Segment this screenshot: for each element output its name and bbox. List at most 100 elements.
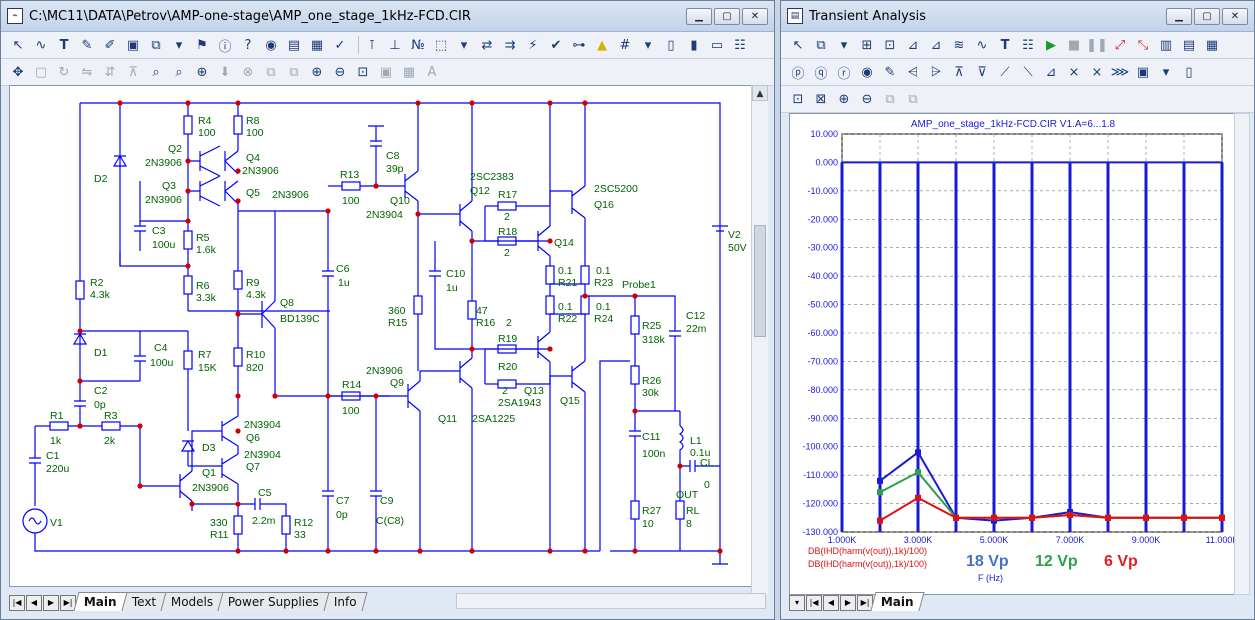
- cross-icon[interactable]: ⨯: [1068, 64, 1080, 80]
- zoom-plus-icon[interactable]: ⊕: [311, 64, 323, 80]
- flip-v-icon[interactable]: ⇵: [104, 64, 116, 80]
- help-icon[interactable]: ?: [244, 37, 252, 53]
- text-icon[interactable]: T: [59, 37, 69, 53]
- flash-icon[interactable]: ⚡: [528, 37, 538, 53]
- edit-icon[interactable]: ✎: [884, 64, 896, 80]
- dropdown2-icon[interactable]: ▾: [1162, 64, 1170, 80]
- plot-area[interactable]: AMP_one_stage_1kHz-FCD.CIR V1.A=6...1.8 …: [789, 113, 1238, 595]
- analysis-minimize-button[interactable]: ▁: [1166, 7, 1192, 25]
- flip-h-icon[interactable]: ⇋: [81, 64, 93, 80]
- node-icon[interactable]: ⊺: [368, 37, 376, 53]
- peak-icon[interactable]: ⩤: [907, 64, 919, 80]
- low-icon[interactable]: ⊽: [977, 64, 987, 80]
- run-icon[interactable]: ▶: [1046, 37, 1056, 53]
- zoom-in-icon[interactable]: ⊕: [196, 64, 208, 80]
- tag-icon[interactable]: ⊿: [930, 37, 942, 53]
- page-icon[interactable]: ▯: [667, 37, 675, 53]
- layer2-icon[interactable]: ⧉: [908, 91, 918, 107]
- tab-info[interactable]: Info: [323, 592, 368, 611]
- next-tab-icon[interactable]: ▶: [43, 595, 59, 611]
- pause-icon[interactable]: ❚❚: [1086, 37, 1108, 53]
- page2-icon[interactable]: ▭: [710, 37, 724, 53]
- pin-icon[interactable]: ⊥: [389, 37, 401, 53]
- step-icon[interactable]: ⇉: [504, 37, 516, 53]
- probe2-icon[interactable]: ⓠ: [814, 66, 828, 82]
- tab-main[interactable]: Main: [73, 592, 128, 611]
- move-icon[interactable]: ✥: [12, 64, 24, 80]
- edit-icon[interactable]: ✓: [334, 37, 346, 53]
- text-icon[interactable]: T: [1000, 37, 1010, 53]
- pen-icon[interactable]: ✎: [81, 37, 93, 53]
- scroll-up-icon[interactable]: ▲: [752, 85, 768, 101]
- a-last-tab-icon[interactable]: ▶|: [857, 595, 873, 611]
- find-icon[interactable]: ⌕: [152, 64, 160, 80]
- numbers-icon[interactable]: №: [411, 37, 425, 53]
- list2-icon[interactable]: ▤: [1182, 37, 1196, 53]
- rotate-icon[interactable]: ↻: [58, 64, 70, 80]
- cursor-mode-icon[interactable]: ▣: [1136, 64, 1150, 80]
- dropdown-icon[interactable]: ▾: [840, 37, 848, 53]
- fft-icon[interactable]: ≋: [953, 37, 965, 53]
- copy-icon[interactable]: ⧉: [151, 37, 161, 53]
- font-icon[interactable]: A: [427, 64, 437, 80]
- list3-icon[interactable]: ▦: [1205, 37, 1219, 53]
- a-tab-main[interactable]: Main: [870, 592, 925, 611]
- link-icon[interactable]: ⊶: [572, 37, 586, 53]
- probe-icon[interactable]: ⓟ: [791, 66, 805, 82]
- schematic-hscroll[interactable]: [456, 593, 766, 609]
- tab-models[interactable]: Models: [160, 592, 224, 611]
- prev-tab-icon[interactable]: ◀: [26, 595, 42, 611]
- layer2-icon[interactable]: ⧉: [289, 64, 299, 80]
- page-icon[interactable]: ▯: [1185, 64, 1193, 80]
- zoom-box-icon[interactable]: ⊡: [884, 37, 896, 53]
- wire-icon[interactable]: ∿: [35, 37, 47, 53]
- slope2-icon[interactable]: ⟍: [1023, 64, 1033, 80]
- minimize-button[interactable]: ▁: [686, 7, 712, 25]
- first-tab-icon[interactable]: |◀: [9, 595, 25, 611]
- grid-icon[interactable]: #: [619, 37, 631, 53]
- dropdown3-icon[interactable]: ▾: [644, 37, 652, 53]
- a-prev-tab-icon[interactable]: ◀: [823, 595, 839, 611]
- marker-icon[interactable]: ⊿: [907, 37, 919, 53]
- list-icon[interactable]: ▥: [1159, 37, 1173, 53]
- select-icon[interactable]: ↖: [792, 37, 804, 53]
- info-icon[interactable]: ⓘ: [218, 39, 232, 55]
- grid-text-icon[interactable]: ▤: [287, 37, 301, 53]
- tile-icon[interactable]: ▦: [402, 64, 416, 80]
- scroll-thumb[interactable]: [754, 225, 766, 337]
- check-icon[interactable]: ✔: [550, 37, 562, 53]
- arrows-icon[interactable]: ⇄: [481, 37, 493, 53]
- dropdown2-icon[interactable]: ▾: [460, 37, 468, 53]
- close-button[interactable]: ✕: [742, 7, 768, 25]
- zoom-out-icon[interactable]: ⊖: [861, 91, 873, 107]
- warning-icon[interactable]: ▲: [597, 37, 607, 53]
- disk-icon[interactable]: ▣: [379, 64, 393, 80]
- a-next-tab-icon[interactable]: ▶: [840, 595, 856, 611]
- a-menu-icon[interactable]: ▾: [789, 595, 805, 611]
- probe4-icon[interactable]: ◉: [861, 64, 873, 80]
- properties-icon[interactable]: ☷: [1022, 37, 1034, 53]
- component-icon[interactable]: ▣: [126, 37, 140, 53]
- box-icon[interactable]: ▢: [34, 64, 48, 80]
- table-icon[interactable]: ▦: [310, 37, 324, 53]
- flag-icon[interactable]: ⚑: [196, 37, 208, 53]
- maximize-button[interactable]: ▢: [714, 7, 740, 25]
- cancel-icon[interactable]: ⊗: [242, 64, 254, 80]
- shape-icon[interactable]: ⬚: [434, 37, 448, 53]
- scale-icon[interactable]: ⊞: [861, 37, 873, 53]
- valley-icon[interactable]: ⩥: [930, 64, 942, 80]
- zoom-fit-icon[interactable]: ⊡: [357, 64, 369, 80]
- find-next-icon[interactable]: ⌕: [175, 64, 183, 80]
- fit2-icon[interactable]: ⊠: [815, 91, 827, 107]
- tab-text[interactable]: Text: [121, 592, 167, 611]
- copy-icon[interactable]: ⧉: [816, 37, 826, 53]
- slope-icon[interactable]: ⟋: [1000, 64, 1010, 80]
- mirror-icon[interactable]: ⊼: [128, 64, 138, 80]
- schematic-vscroll[interactable]: ▲: [751, 85, 768, 595]
- a-first-tab-icon[interactable]: |◀: [806, 595, 822, 611]
- layer-icon[interactable]: ⧉: [266, 64, 276, 80]
- layer-icon[interactable]: ⧉: [885, 91, 895, 107]
- curve2-icon[interactable]: ⤡: [1137, 37, 1149, 53]
- dropdown-icon[interactable]: ▾: [175, 37, 183, 53]
- slope3-icon[interactable]: ⊿: [1045, 64, 1057, 80]
